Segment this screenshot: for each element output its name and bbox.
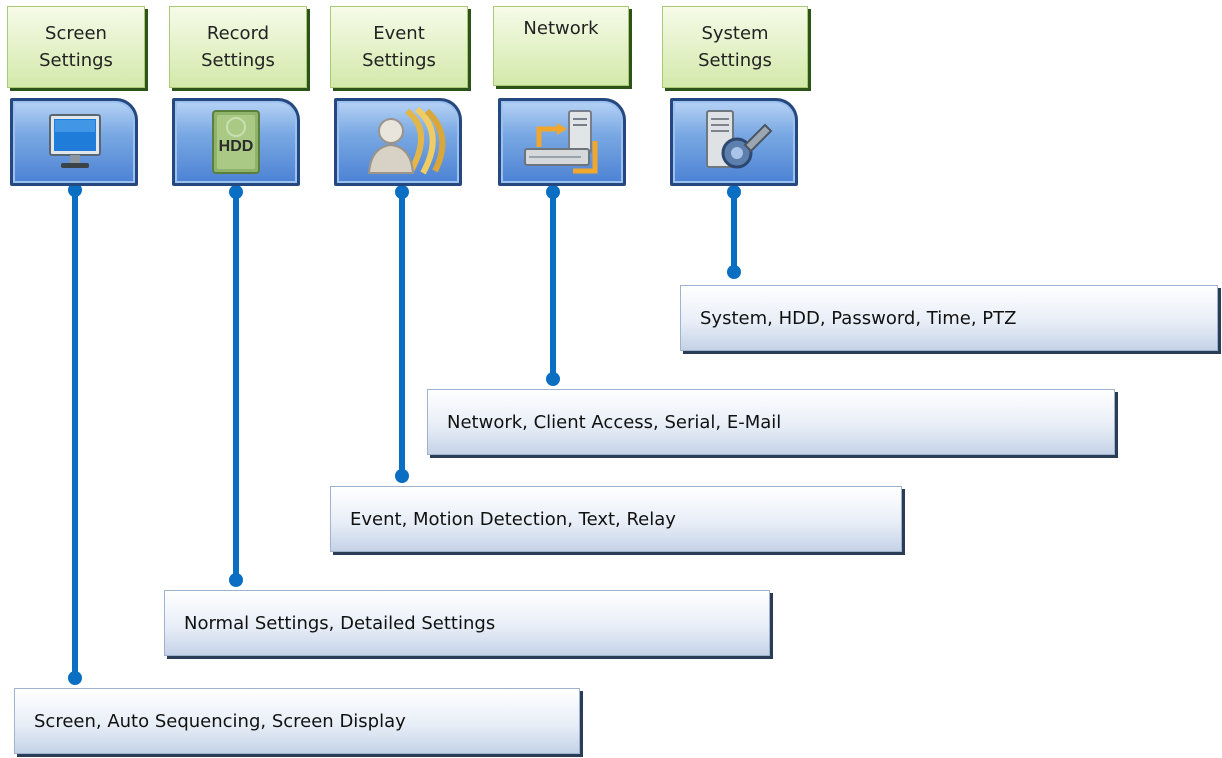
desc-screen-settings: Screen, Auto Sequencing, Screen Display xyxy=(14,688,580,754)
hdd-label: HDD xyxy=(219,138,254,155)
connector-system xyxy=(727,185,741,279)
event-person-icon xyxy=(367,106,446,175)
connector-event xyxy=(395,185,409,483)
screen-settings-tile[interactable] xyxy=(10,98,138,186)
label-line: Record xyxy=(206,23,270,44)
event-settings-tile[interactable] xyxy=(334,98,462,186)
system-gear-icon xyxy=(706,110,773,169)
connector-dot xyxy=(229,185,243,199)
system-settings-tile[interactable] xyxy=(670,98,798,186)
monitor-icon xyxy=(49,114,101,168)
desc-network: Network, Client Access, Serial, E-Mail xyxy=(427,389,1115,455)
connector-dot xyxy=(229,573,243,587)
label-line: Settings xyxy=(362,50,436,71)
label-line: System xyxy=(701,23,769,44)
connector-dot xyxy=(395,469,409,483)
desc-event-settings: Event, Motion Detection, Text, Relay xyxy=(330,486,902,552)
network-icon xyxy=(524,110,598,174)
record-settings-tile[interactable]: HDD xyxy=(172,98,300,186)
connector-dot xyxy=(727,265,741,279)
label-line: Settings xyxy=(39,50,113,71)
label-line: Settings xyxy=(201,50,275,71)
desc-system-settings: System, HDD, Password, Time, PTZ xyxy=(680,285,1218,351)
label-record-settings: Record Settings xyxy=(169,6,307,88)
desc-text: Network, Client Access, Serial, E-Mail xyxy=(447,411,782,433)
label-line: Network xyxy=(523,18,599,39)
network-tile[interactable] xyxy=(498,98,626,186)
hdd-icon: HDD xyxy=(212,110,260,174)
connector-record xyxy=(229,185,243,587)
label-network: Network xyxy=(493,6,629,86)
label-system-settings: System Settings xyxy=(662,6,808,88)
connector-dot xyxy=(546,185,560,199)
connector-dot xyxy=(727,185,741,199)
desc-text: Screen, Auto Sequencing, Screen Display xyxy=(34,710,406,732)
connector-dot xyxy=(68,183,82,197)
desc-text: Event, Motion Detection, Text, Relay xyxy=(350,508,676,530)
desc-record-settings: Normal Settings, Detailed Settings xyxy=(164,590,770,656)
label-line: Screen xyxy=(45,23,107,44)
connector-dot xyxy=(546,372,560,386)
label-line: Event xyxy=(373,23,425,44)
desc-text: System, HDD, Password, Time, PTZ xyxy=(700,307,1017,329)
connector-dot xyxy=(68,671,82,685)
label-event-settings: Event Settings xyxy=(330,6,468,88)
label-line: Settings xyxy=(698,50,772,71)
label-screen-settings: Screen Settings xyxy=(7,6,145,88)
connector-network xyxy=(546,185,560,386)
connector-dot xyxy=(395,185,409,199)
desc-text: Normal Settings, Detailed Settings xyxy=(184,612,496,634)
connector-screen xyxy=(68,183,82,685)
